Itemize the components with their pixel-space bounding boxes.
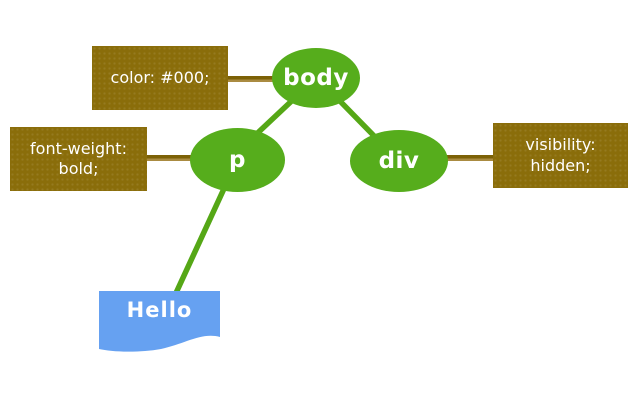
node-body: body — [272, 48, 360, 108]
node-body-label: body — [283, 65, 349, 91]
connector-div-visibilitybox — [444, 155, 497, 161]
style-box-color: color: #000; — [92, 46, 228, 110]
node-div: div — [350, 130, 448, 192]
text-node-hello-label: Hello — [126, 298, 193, 322]
edge-body-div — [332, 93, 382, 144]
style-box-visibility: visibility: hidden; — [493, 123, 628, 188]
style-box-font-weight: font-weight: bold; — [10, 127, 147, 191]
node-p: p — [190, 128, 285, 192]
style-box-color-label: color: #000; — [110, 67, 210, 87]
node-div-label: div — [378, 148, 420, 174]
text-node-hello: Hello — [99, 291, 220, 355]
text-node-flag-shape — [99, 291, 220, 352]
connector-fontweightbox-p — [143, 155, 194, 161]
connector-colorbox-body — [224, 76, 276, 82]
node-p-label: p — [229, 147, 246, 173]
edge-p-hello — [173, 177, 231, 296]
style-box-font-weight-label: font-weight: bold; — [30, 138, 127, 178]
style-box-visibility-label: visibility: hidden; — [525, 135, 596, 175]
